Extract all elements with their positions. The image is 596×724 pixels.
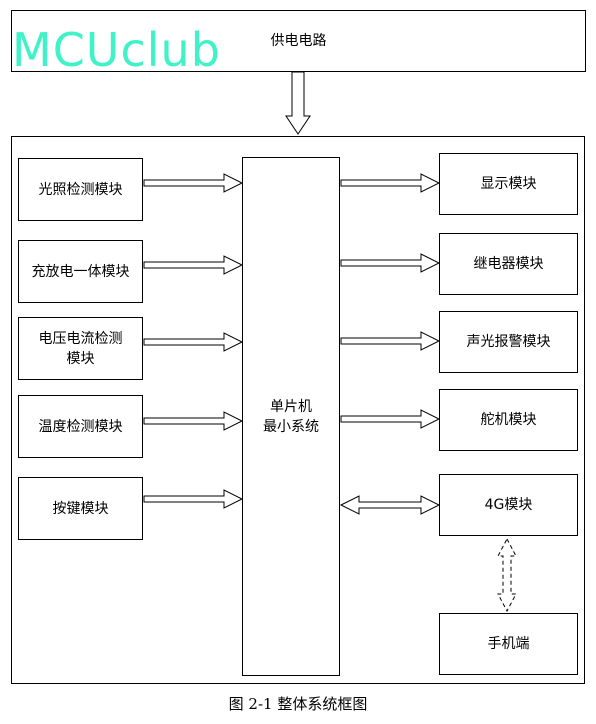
- arrow-voltage-to-mcu: [143, 332, 244, 352]
- arrow-mcu-to-relay: [340, 253, 441, 273]
- power-supply-label: 供电电路: [270, 33, 327, 49]
- arrow-key-to-mcu: [143, 489, 244, 509]
- phone-label: 手机端: [487, 636, 530, 652]
- display-module: 显示模块: [439, 153, 578, 215]
- arrow-mcu-to-alarm: [340, 331, 441, 351]
- voltage-current-module: 电压电流检测模块: [18, 317, 143, 380]
- servo-module: 舵机模块: [439, 389, 578, 451]
- system-frame: [11, 136, 585, 684]
- arrow-temp-to-mcu: [143, 411, 244, 431]
- phone-terminal: 手机端: [439, 613, 578, 675]
- relay-label: 继电器模块: [473, 256, 544, 272]
- arrow-light-to-mcu: [143, 173, 244, 193]
- arrow-charge-to-mcu: [143, 255, 244, 275]
- mcu-label-line1: 单片机: [270, 398, 312, 415]
- figure-caption: 图 2-1 整体系统框图: [228, 695, 368, 713]
- arrow-mcu-to-display: [340, 173, 441, 193]
- 4g-label: 4G模块: [484, 497, 533, 513]
- servo-label: 舵机模块: [480, 412, 537, 428]
- alarm-module: 声光报警模块: [439, 311, 578, 373]
- mcuclub-watermark: MCUclub: [12, 23, 221, 77]
- arrow-mcu-4g-bidirectional: [339, 495, 441, 515]
- light-detect-module: 光照检测模块: [18, 158, 143, 221]
- temperature-label: 温度检测模块: [38, 418, 123, 435]
- arrow-4g-phone-dashed: [497, 537, 517, 613]
- voltage-current-label: 电压电流检测模块: [38, 330, 123, 367]
- charge-discharge-module: 充放电一体模块: [18, 240, 143, 303]
- relay-module: 继电器模块: [439, 233, 578, 295]
- display-label: 显示模块: [480, 176, 537, 192]
- temperature-module: 温度检测模块: [18, 395, 143, 458]
- mcu-label-line2: 最小系统: [263, 418, 319, 435]
- 4g-module: 4G模块: [439, 474, 578, 536]
- charge-discharge-label: 充放电一体模块: [31, 263, 130, 280]
- power-down-arrow: [285, 71, 311, 135]
- key-module: 按键模块: [18, 477, 143, 540]
- alarm-label: 声光报警模块: [466, 334, 551, 350]
- light-detect-label: 光照检测模块: [38, 181, 123, 198]
- key-label: 按键模块: [52, 500, 109, 517]
- arrow-mcu-to-servo: [340, 409, 441, 429]
- mcu-min-system: 单片机 最小系统: [242, 157, 340, 676]
